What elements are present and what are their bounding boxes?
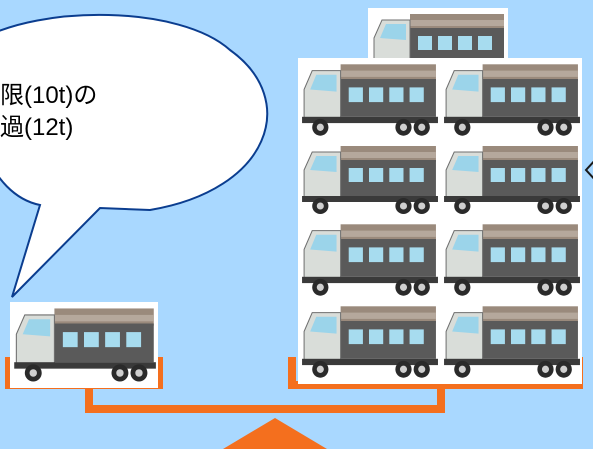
dump-truck-icon <box>298 58 440 142</box>
dump-truck-icon <box>440 218 582 302</box>
pointer-arrow <box>586 158 593 182</box>
dump-truck-icon <box>440 58 582 142</box>
dump-truck-icon <box>440 300 582 384</box>
dump-truck-icon <box>10 302 158 388</box>
dump-truck-icon <box>440 140 582 220</box>
fulcrum <box>223 418 327 449</box>
callout-line-2: 過(12t) <box>0 112 170 144</box>
callout-line-1: 限(10t)の <box>0 80 170 112</box>
dump-truck-icon <box>298 218 440 302</box>
dump-truck-icon <box>298 140 440 220</box>
dump-truck-icon <box>298 300 440 384</box>
callout-text: 限(10t)の 過(12t) <box>0 80 170 144</box>
speech-bubble <box>0 15 267 297</box>
